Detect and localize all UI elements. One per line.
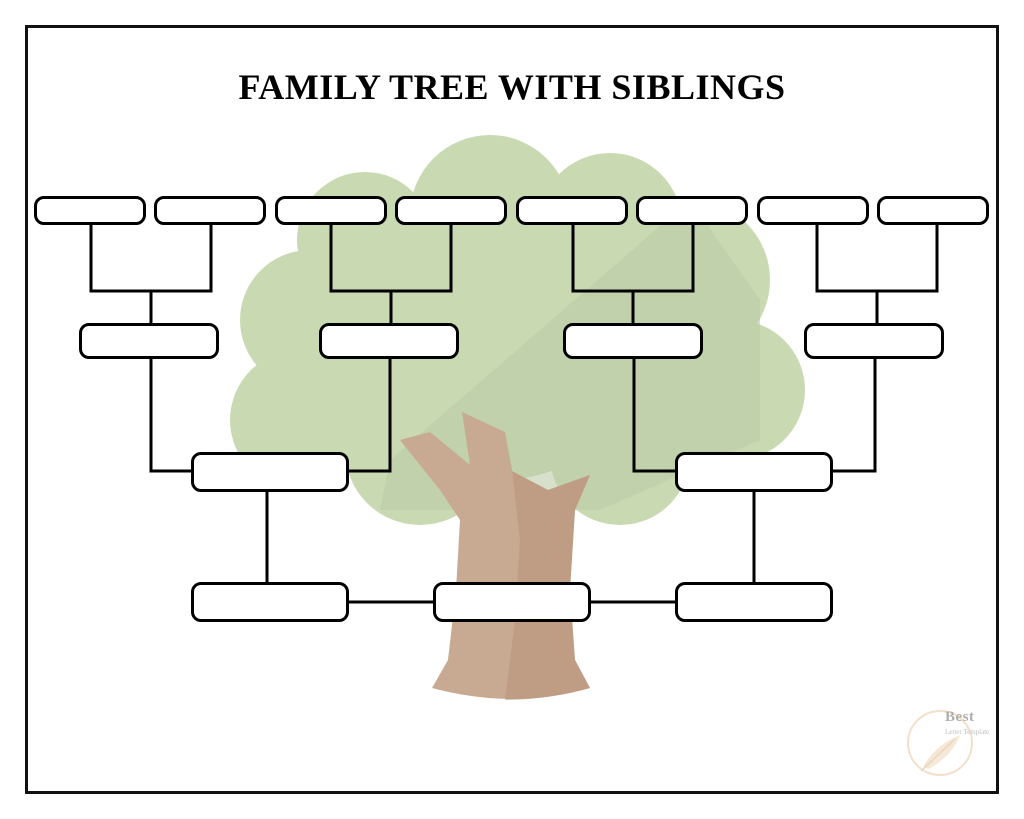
grandparent-box-1[interactable]	[79, 323, 219, 359]
great-grandparent-box-1[interactable]	[34, 196, 146, 225]
tree-trunk	[400, 412, 590, 700]
great-grandparent-box-3[interactable]	[275, 196, 387, 225]
great-grandparent-box-7[interactable]	[757, 196, 869, 225]
grandparent-box-3[interactable]	[563, 323, 703, 359]
page-title: FAMILY TREE WITH SIBLINGS	[238, 67, 786, 107]
connector-lines	[89, 224, 939, 604]
great-grandparent-box-4[interactable]	[395, 196, 507, 225]
grandparent-box-2[interactable]	[319, 323, 459, 359]
grandparent-box-4[interactable]	[804, 323, 944, 359]
watermark-subtitle: Letter Template	[945, 728, 990, 736]
watermark-word: Best	[945, 709, 975, 725]
great-grandparent-box-2[interactable]	[154, 196, 266, 225]
great-grandparent-box-8[interactable]	[877, 196, 989, 225]
sibling-box-2[interactable]	[675, 582, 833, 622]
great-grandparent-box-5[interactable]	[516, 196, 628, 225]
great-grandparent-box-6[interactable]	[636, 196, 748, 225]
watermark-logo: Best Letter Template	[905, 705, 995, 780]
feather-icon	[907, 710, 973, 776]
sibling-box-1[interactable]	[191, 582, 349, 622]
parent-box-2[interactable]	[675, 452, 833, 492]
parent-box-1[interactable]	[191, 452, 349, 492]
self-box[interactable]	[433, 582, 591, 622]
